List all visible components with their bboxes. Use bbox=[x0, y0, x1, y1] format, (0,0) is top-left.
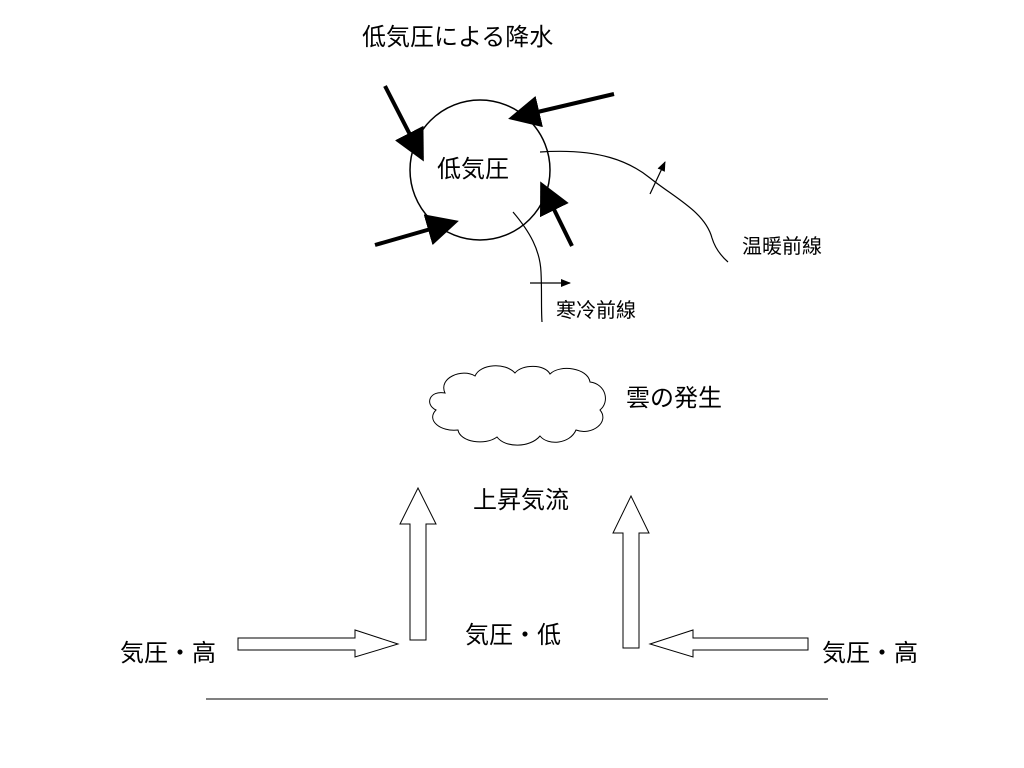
pressure-high-left-label: 気圧・高 bbox=[120, 639, 216, 667]
updraft-label: 上昇気流 bbox=[473, 486, 569, 514]
low-pressure-label: 低気圧 bbox=[437, 155, 509, 183]
pressure-low-label: 気圧・低 bbox=[465, 621, 561, 649]
warm-front-motion-arrow bbox=[649, 161, 666, 195]
pressure-high-right-label: 気圧・高 bbox=[822, 639, 918, 667]
inflow-arrow-right bbox=[648, 629, 809, 658]
cloud-formation-label: 雲の発生 bbox=[626, 384, 722, 412]
wind-arrow-top-left bbox=[383, 85, 424, 162]
cold-front-line bbox=[512, 211, 543, 323]
warm-front-line bbox=[539, 150, 729, 263]
wind-arrow-bottom-right bbox=[539, 181, 574, 247]
low-pressure-circle bbox=[409, 99, 551, 241]
updraft-arrow-left bbox=[399, 486, 437, 641]
updraft-arrow-right bbox=[612, 494, 650, 649]
inflow-arrow-left bbox=[237, 629, 400, 658]
wind-arrow-top-right bbox=[508, 92, 615, 128]
cold-front-label: 寒冷前線 bbox=[556, 298, 636, 322]
wind-arrow-bottom-left bbox=[374, 214, 459, 247]
cloud-shape bbox=[429, 365, 606, 446]
diagram-title: 低気圧による降水 bbox=[362, 23, 554, 51]
warm-front-label: 温暖前線 bbox=[742, 234, 822, 258]
